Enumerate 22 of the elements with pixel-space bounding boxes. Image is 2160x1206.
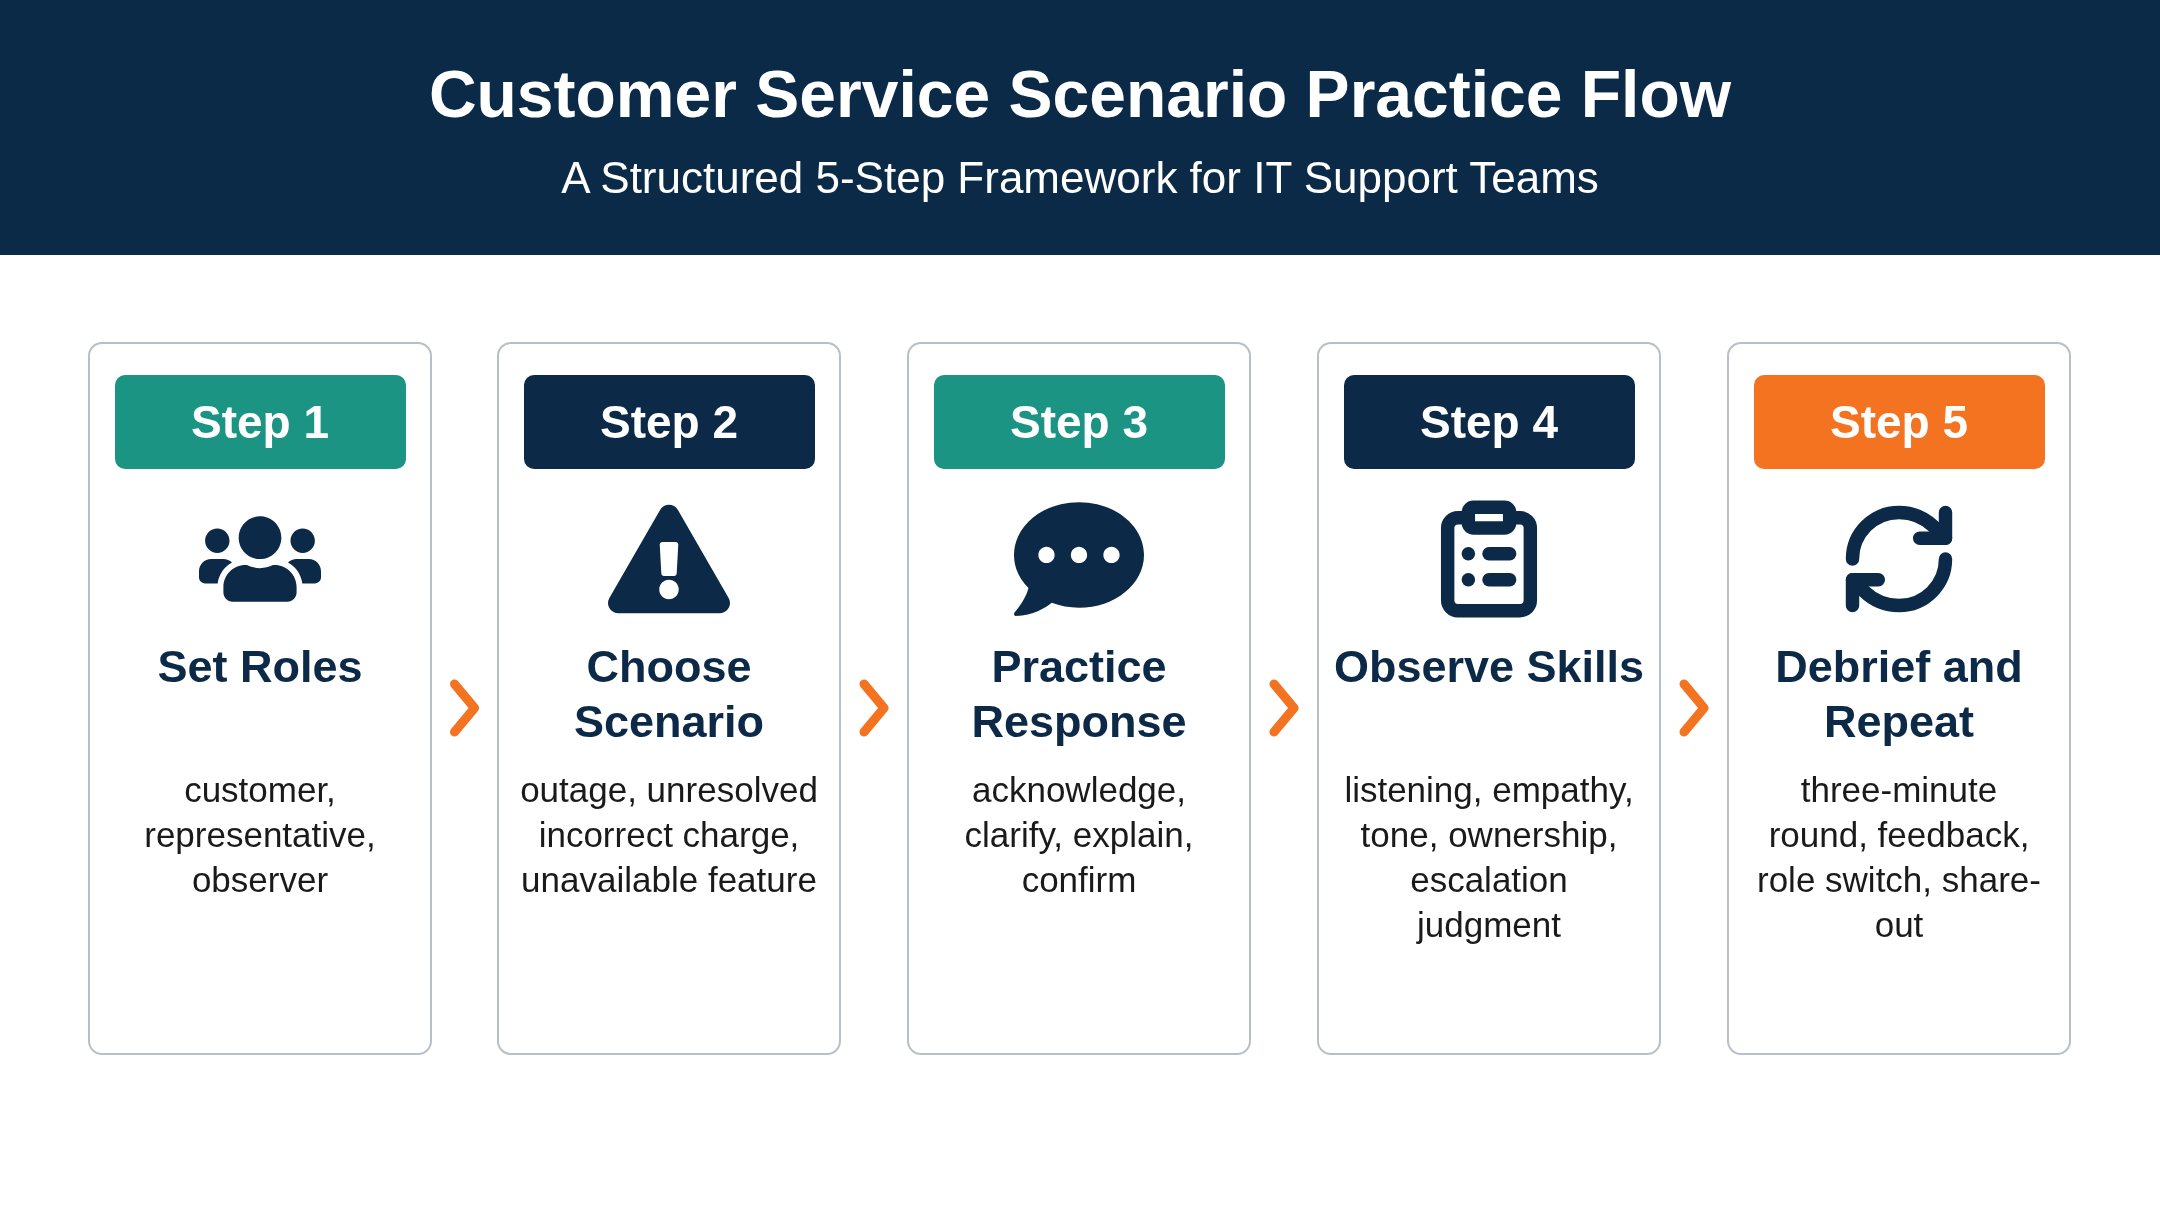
step-description: three-minute round, feedback, role switch, share-out — [1756, 769, 2042, 946]
step-card — [907, 342, 1251, 1055]
step-badge: Step 5 — [1753, 375, 2045, 469]
step-description: listening, empathy, tone, ownership, escalation judgment — [1343, 769, 1635, 946]
step-title: Observe Skills — [1332, 640, 1646, 694]
step-card — [1317, 342, 1661, 1055]
step-badge: Step 4 — [1343, 375, 1635, 469]
step-description: customer, representative, observer — [143, 769, 377, 901]
step-card — [88, 342, 432, 1055]
step-title: Set Roles — [156, 640, 364, 694]
step-title: Debrief and Repeat — [1774, 640, 2024, 749]
step-card — [497, 342, 841, 1055]
step-title: Practice Response — [970, 640, 1188, 749]
title: Customer Service Scenario Practice Flow — [427, 56, 1733, 133]
step-badge: Step 2 — [523, 375, 815, 469]
step-description: acknowledge, clarify, explain, confirm — [963, 769, 1195, 901]
step-badge: Step 3 — [933, 375, 1225, 469]
step-card — [1727, 342, 2071, 1055]
step-badge: Step 1 — [114, 375, 406, 469]
step-description: outage, unresolved incorrect charge, unavailable feature — [519, 769, 819, 901]
subtitle: A Structured 5-Step Framework for IT Support Teams — [560, 152, 1600, 204]
step-title: Choose Scenario — [572, 640, 766, 749]
